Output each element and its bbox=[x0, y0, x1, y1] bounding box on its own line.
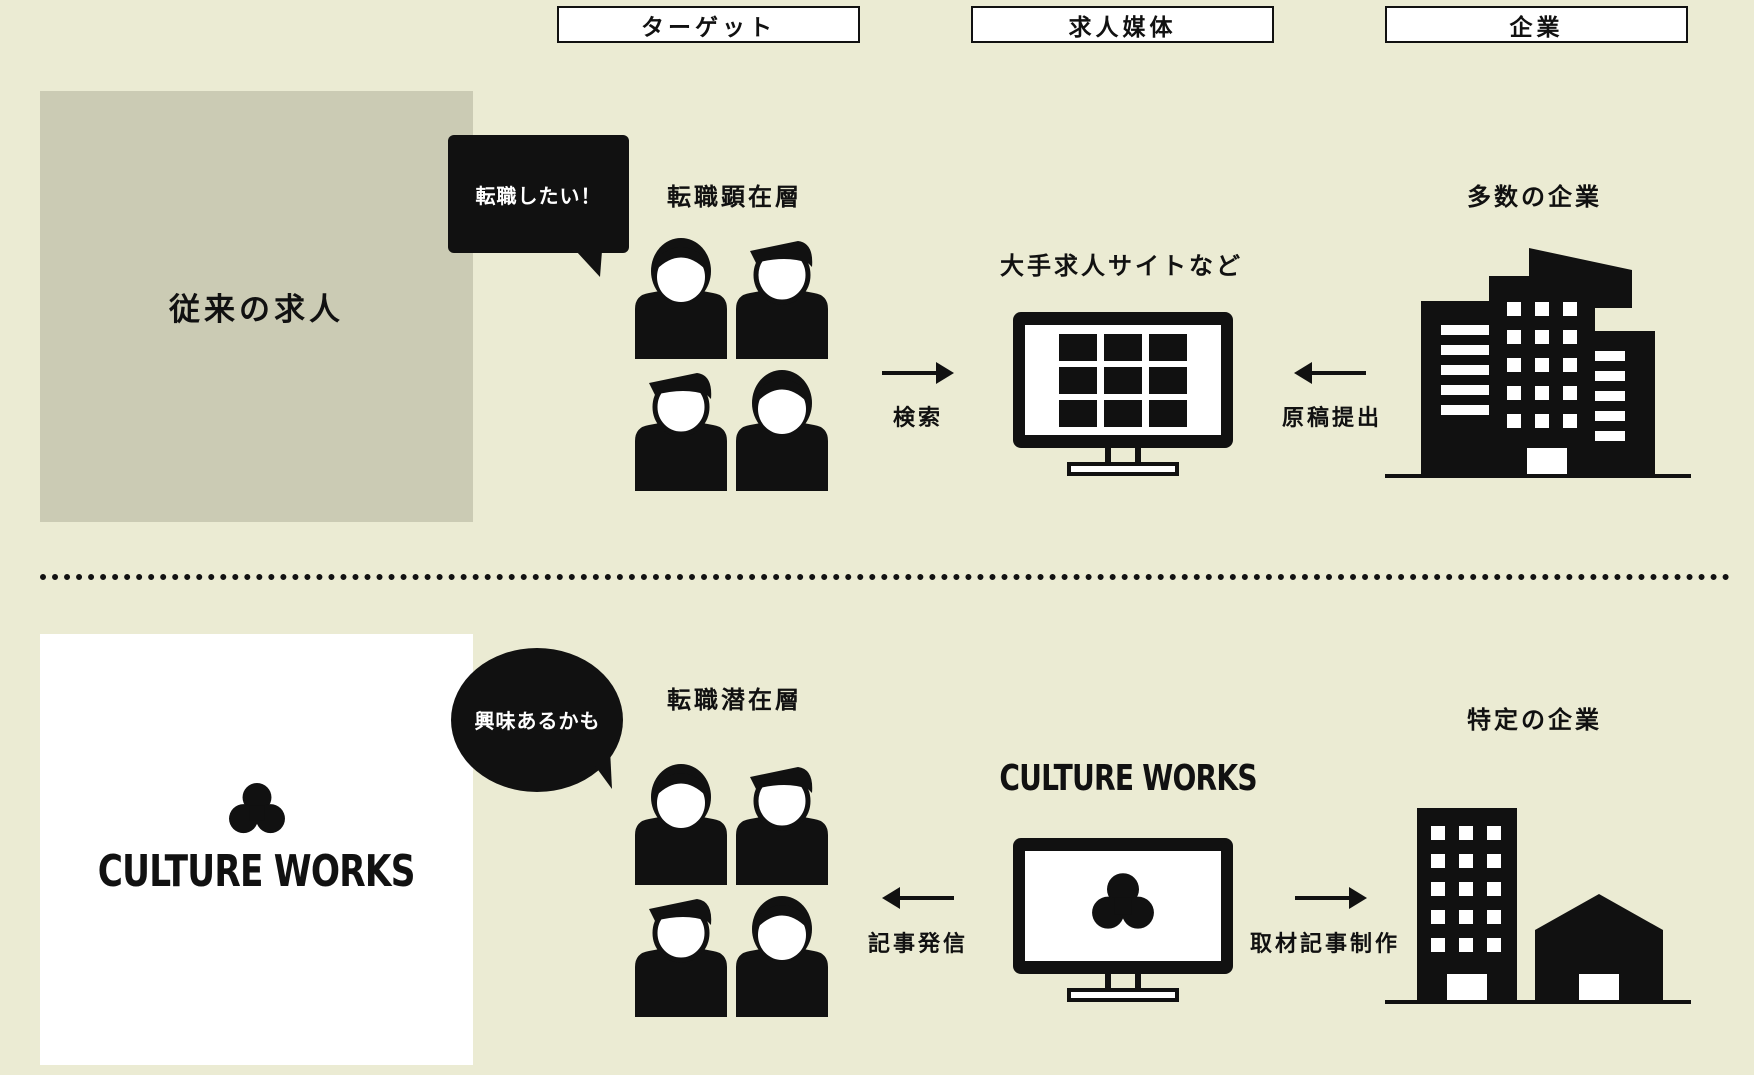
traditional-media-label: 大手求人サイトなど bbox=[1000, 252, 1243, 280]
traditional-target-label: 転職顕在層 bbox=[667, 183, 802, 211]
speech-bubble-want-text: 転職したい！ bbox=[475, 183, 602, 208]
culture-panel: CULTURE WORKS bbox=[40, 634, 473, 1065]
person-woman-icon bbox=[736, 895, 828, 1017]
buildings-specific-icon bbox=[1385, 808, 1691, 1004]
person-man-icon bbox=[736, 763, 828, 885]
speech-bubble-interest-text: 興味あるかも bbox=[474, 709, 601, 733]
culture-company-label: 特定の企業 bbox=[1467, 706, 1602, 734]
culture-logo-icon bbox=[228, 782, 286, 836]
traditional-company-label: 多数の企業 bbox=[1467, 183, 1602, 211]
person-woman-icon bbox=[736, 369, 828, 491]
buildings-many-icon bbox=[1385, 248, 1691, 478]
culture-target-label: 転職潜在層 bbox=[667, 686, 802, 714]
arrow-left-icon bbox=[882, 887, 954, 909]
monitor-logo-icon bbox=[1013, 838, 1233, 1002]
speech-bubble-shape bbox=[448, 135, 629, 277]
header-target: ターゲット bbox=[557, 6, 860, 43]
speech-bubble-round-shape bbox=[451, 648, 623, 792]
section-divider bbox=[40, 574, 1730, 580]
arrow-right-icon bbox=[1295, 887, 1367, 909]
arrow-search-label: 検索 bbox=[893, 406, 944, 431]
traditional-panel: 従来の求人 bbox=[40, 91, 473, 522]
arrow-right-icon bbox=[882, 362, 954, 384]
culture-brand: CULTURE WORKS bbox=[98, 846, 416, 897]
person-man-icon bbox=[635, 895, 727, 1017]
header-company: 企業 bbox=[1385, 6, 1688, 43]
arrow-interview-label: 取材記事制作 bbox=[1250, 932, 1401, 957]
person-man-icon bbox=[736, 237, 828, 359]
person-woman-icon bbox=[635, 763, 727, 885]
person-woman-icon bbox=[635, 237, 727, 359]
header-media: 求人媒体 bbox=[971, 6, 1274, 43]
speech-bubble-want: 転職したい！ bbox=[448, 135, 629, 277]
person-man-icon bbox=[635, 369, 727, 491]
traditional-title: 従来の求人 bbox=[169, 292, 344, 328]
culture-media-label: CULTURE WORKS bbox=[999, 758, 1257, 799]
arrow-submit-label: 原稿提出 bbox=[1282, 406, 1383, 431]
arrow-publish-label: 記事発信 bbox=[868, 932, 969, 957]
speech-bubble-interest: 興味あるかも bbox=[450, 647, 625, 792]
arrow-left-icon bbox=[1294, 362, 1366, 384]
monitor-grid-icon bbox=[1013, 312, 1233, 476]
